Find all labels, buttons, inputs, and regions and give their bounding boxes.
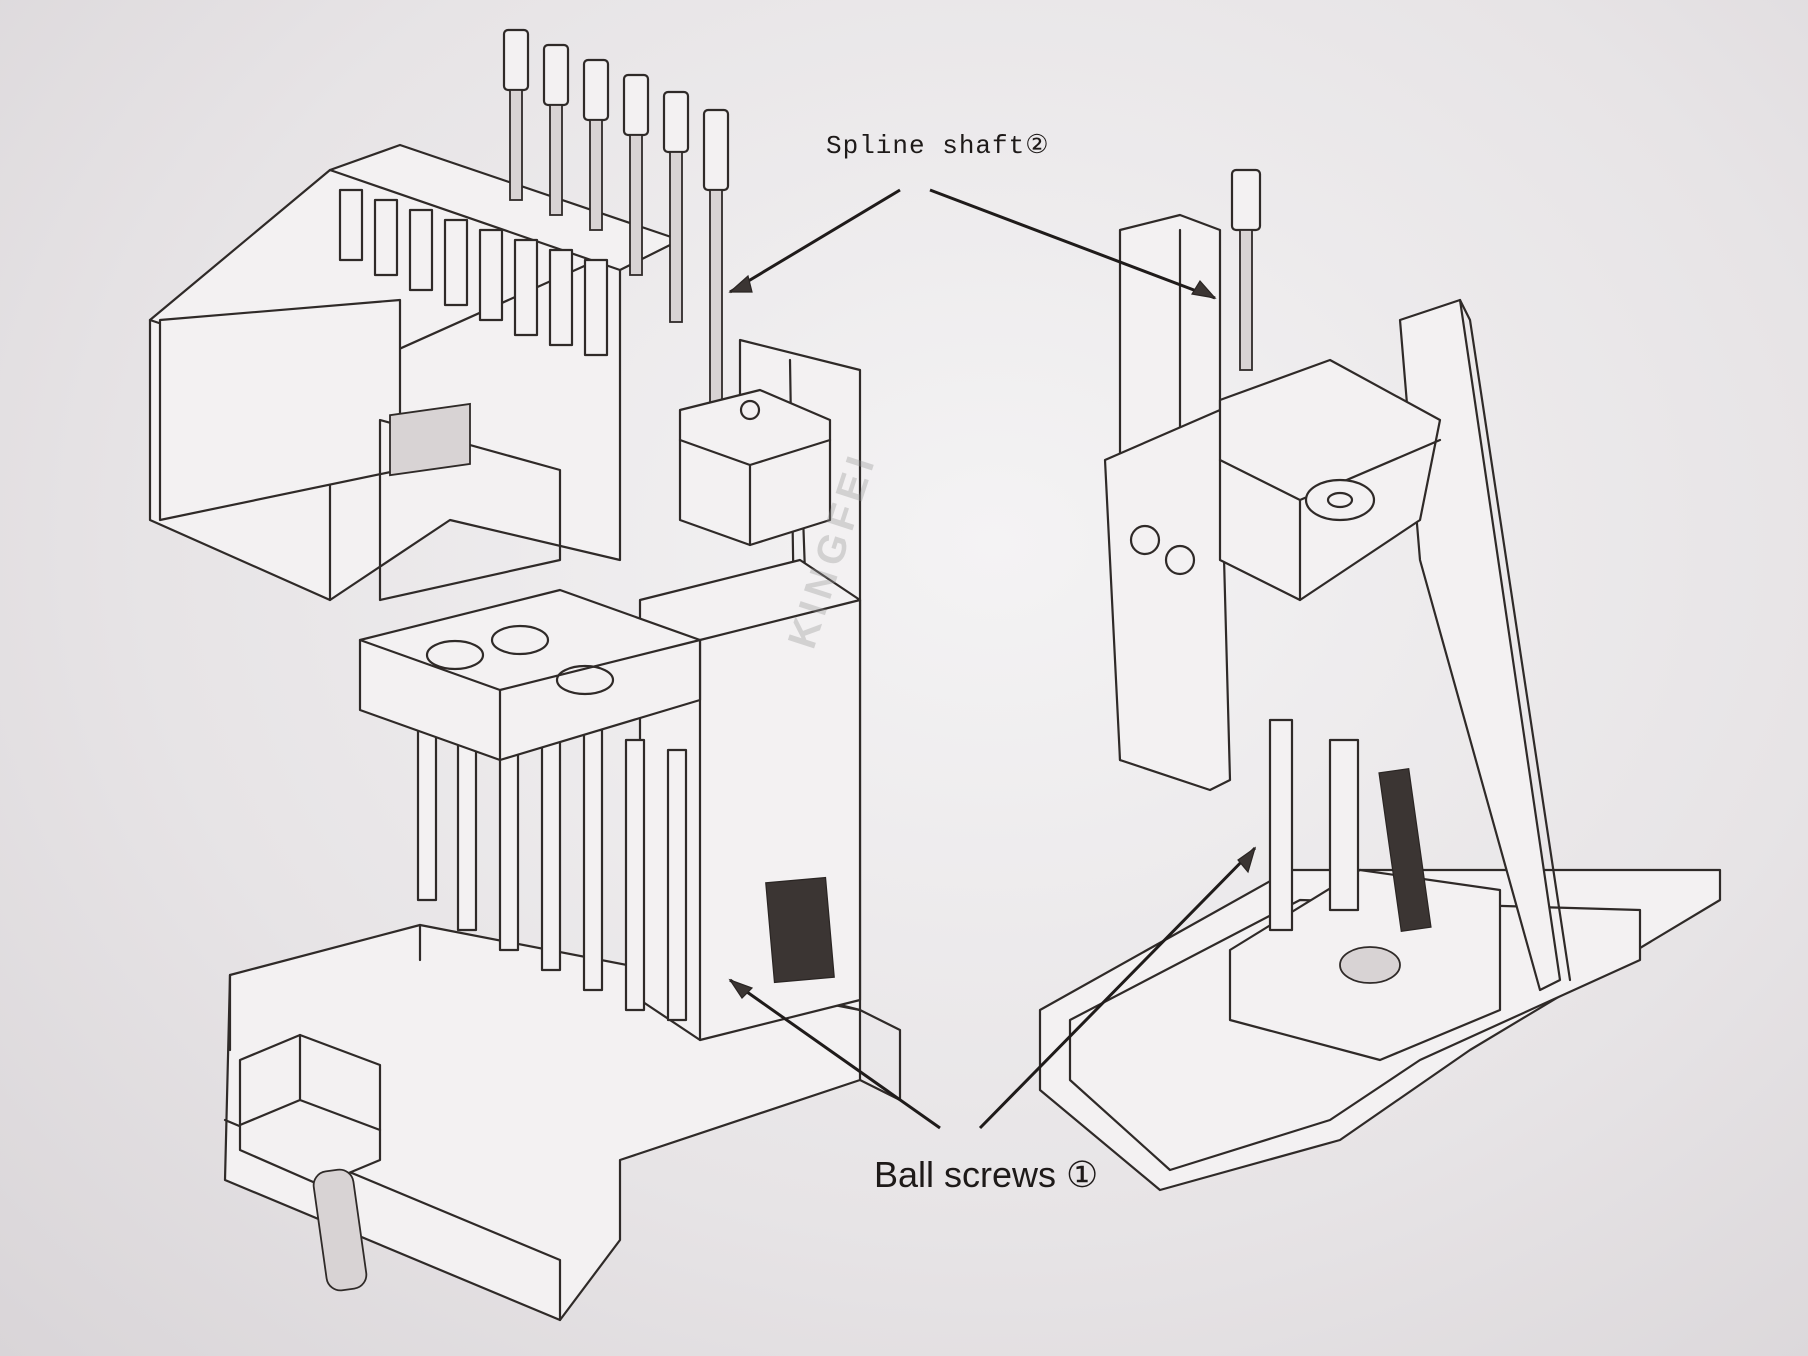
right-assembly xyxy=(1038,168,1722,1192)
spline-shaft-label: Spline shaft② xyxy=(826,131,1050,161)
left-assembly xyxy=(148,28,902,1322)
valve-cluster xyxy=(328,143,682,357)
leader-lines xyxy=(728,188,1257,1130)
ball-screws-label: Ball screws ① xyxy=(874,1154,1099,1195)
nozzle-shafts xyxy=(416,688,688,1022)
spline-rods xyxy=(502,28,730,441)
